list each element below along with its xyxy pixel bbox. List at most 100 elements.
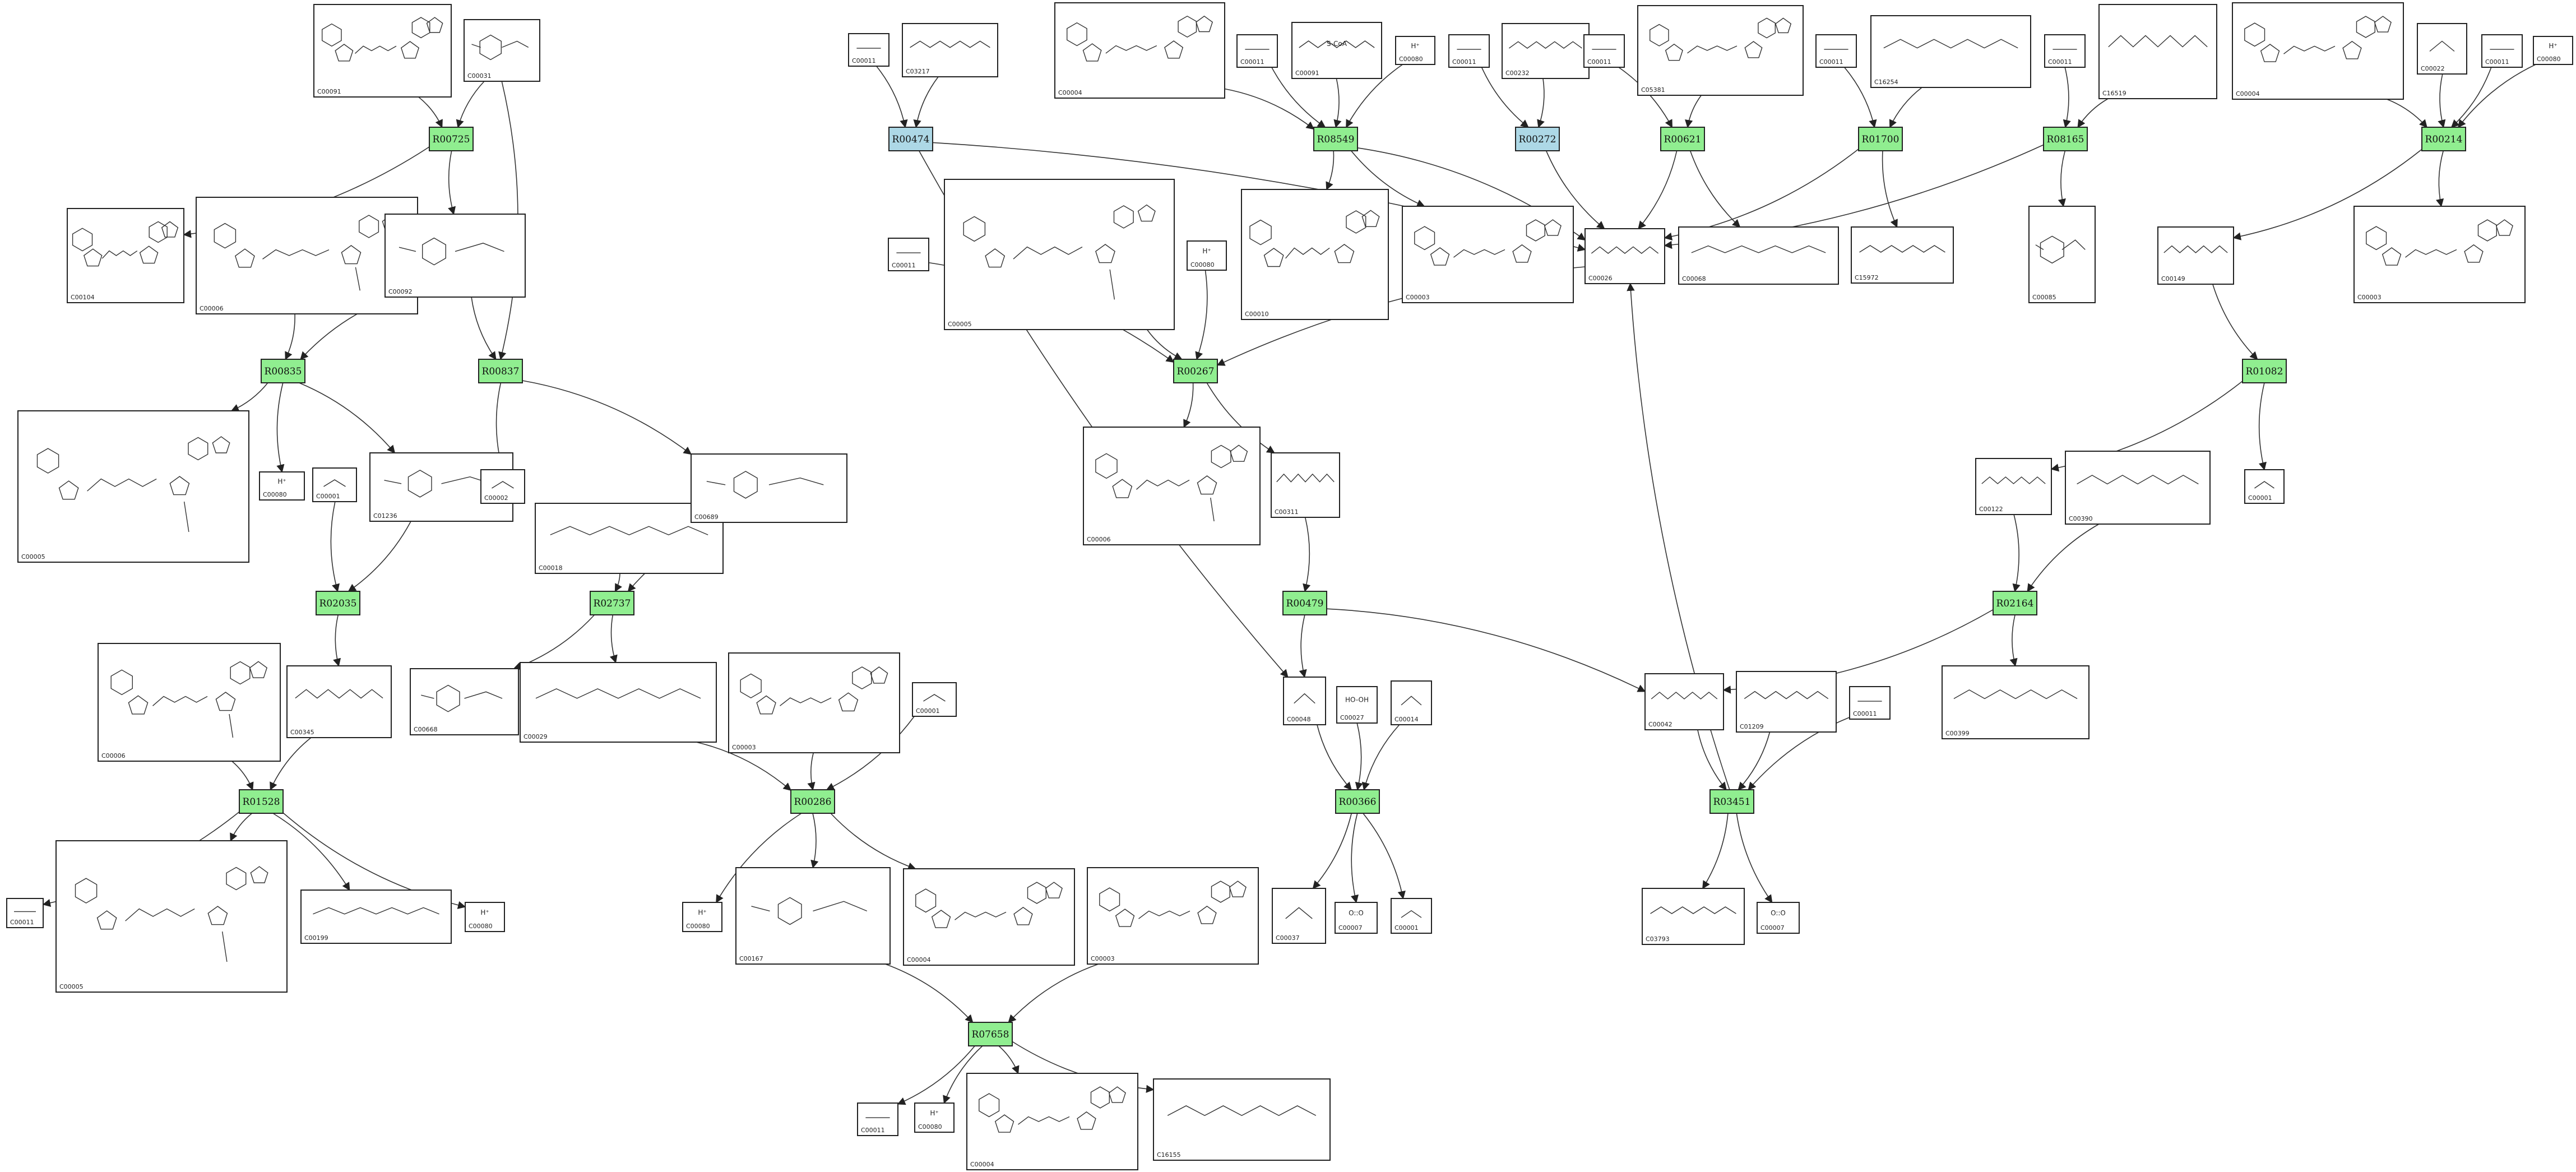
compound-box[interactable]: C00006: [1083, 427, 1261, 545]
compound-box[interactable]: H⁺C00080: [259, 471, 305, 501]
compound-box[interactable]: C00011: [2044, 34, 2086, 68]
compound-box[interactable]: C00011: [1236, 34, 1278, 68]
compound-box[interactable]: C00026: [1584, 228, 1665, 284]
compound-box[interactable]: H⁺C00080: [682, 902, 722, 932]
reaction-node[interactable]: R00621: [1660, 127, 1705, 151]
compound-id-label: C00005: [21, 553, 45, 560]
compound-box[interactable]: C00011: [857, 1102, 898, 1136]
compound-box[interactable]: C00001: [1391, 898, 1432, 934]
compound-box[interactable]: C00668: [410, 668, 519, 735]
reaction-node[interactable]: R02035: [316, 591, 360, 615]
compound-box[interactable]: C00122: [1975, 458, 2052, 515]
compound-box[interactable]: C00029: [520, 662, 717, 743]
compound-box[interactable]: C00004: [966, 1073, 1138, 1170]
compound-box[interactable]: C00011: [1849, 686, 1891, 720]
compound-box[interactable]: C00005: [55, 840, 288, 993]
compound-box[interactable]: C00011: [2481, 34, 2523, 68]
reaction-node[interactable]: R03451: [1709, 789, 1754, 814]
compound-box[interactable]: C00003: [728, 652, 900, 753]
compound-box[interactable]: C16155: [1153, 1078, 1331, 1161]
reaction-edge: [830, 813, 916, 870]
compound-box[interactable]: C00005: [944, 179, 1175, 330]
reaction-node[interactable]: R02737: [590, 591, 634, 615]
compound-box[interactable]: C15972: [1851, 226, 1954, 284]
reaction-node[interactable]: R00286: [790, 789, 835, 814]
compound-box[interactable]: C16254: [1870, 15, 2031, 88]
reaction-node[interactable]: R00835: [261, 359, 305, 383]
compound-box[interactable]: C00399: [1942, 665, 2089, 739]
reaction-node[interactable]: R00474: [888, 127, 933, 151]
compound-box[interactable]: H⁺C00080: [2533, 36, 2573, 65]
reaction-node[interactable]: R00479: [1282, 591, 1327, 615]
compound-box[interactable]: C00004: [903, 868, 1075, 966]
compound-box[interactable]: C00011: [1448, 34, 1490, 68]
compound-box[interactable]: C00014: [1391, 680, 1432, 725]
compound-box[interactable]: C00002: [480, 469, 525, 504]
compound-box[interactable]: C00390: [2065, 451, 2211, 525]
compound-box[interactable]: C00091: [313, 4, 452, 98]
compound-box[interactable]: C00037: [1272, 888, 1326, 944]
compound-box[interactable]: C00149: [2157, 226, 2234, 285]
compound-box[interactable]: C00085: [2028, 206, 2096, 303]
reaction-node[interactable]: R01700: [1858, 127, 1903, 151]
compound-box[interactable]: C03793: [1642, 888, 1745, 945]
compound-box[interactable]: C00004: [2232, 2, 2404, 100]
compound-box[interactable]: C00010: [1241, 189, 1389, 320]
compound-box[interactable]: C00011: [848, 33, 889, 67]
compound-box[interactable]: H⁺C00080: [1187, 240, 1227, 271]
compound-box[interactable]: C00022: [2417, 23, 2467, 75]
reaction-node[interactable]: R08165: [2043, 127, 2088, 151]
compound-box[interactable]: C00005: [17, 410, 249, 563]
compound-box[interactable]: C00003: [1087, 867, 1259, 965]
compound-box[interactable]: C00006: [98, 643, 281, 762]
compound-box[interactable]: C00068: [1678, 226, 1839, 285]
reaction-node[interactable]: R02164: [1993, 591, 2037, 615]
compound-id-label: C00037: [1276, 934, 1300, 942]
compound-box[interactable]: C00048: [1283, 677, 1326, 725]
compound-box[interactable]: H⁺C00080: [465, 902, 505, 932]
compound-box[interactable]: C00311: [1271, 452, 1340, 518]
compound-box[interactable]: C00003: [2353, 206, 2526, 303]
reaction-node[interactable]: R00272: [1515, 127, 1560, 151]
compound-box[interactable]: C16519: [2098, 4, 2217, 99]
compound-box[interactable]: C00006: [196, 197, 418, 314]
reaction-node[interactable]: R00837: [478, 359, 523, 383]
compound-box[interactable]: C00042: [1644, 673, 1724, 730]
reaction-node[interactable]: R00214: [2421, 127, 2466, 151]
reaction-node[interactable]: R01528: [239, 789, 284, 814]
compound-box[interactable]: C00004: [1054, 2, 1225, 99]
compound-box[interactable]: C00031: [464, 19, 540, 82]
compound-box[interactable]: C00092: [384, 214, 526, 298]
compound-box[interactable]: C00001: [312, 467, 357, 502]
compound-box[interactable]: C03217: [902, 23, 998, 77]
compound-box[interactable]: C00167: [735, 867, 891, 965]
compound-box[interactable]: C00011: [1815, 34, 1857, 68]
reaction-node[interactable]: R07658: [968, 1022, 1013, 1046]
compound-box[interactable]: C00104: [67, 208, 184, 303]
reaction-edge: [1299, 614, 1307, 678]
compound-box[interactable]: C00011: [888, 238, 929, 271]
compound-box[interactable]: C00011: [6, 898, 44, 928]
reaction-node[interactable]: R01082: [2242, 359, 2287, 383]
compound-box[interactable]: C00011: [1583, 34, 1625, 68]
compound-box[interactable]: C00199: [300, 890, 452, 944]
compound-box[interactable]: C00689: [691, 453, 847, 523]
compound-box[interactable]: C05381: [1637, 5, 1804, 96]
compound-box[interactable]: C00232: [1502, 23, 1590, 79]
compound-box[interactable]: C00001: [2244, 469, 2285, 504]
reaction-node[interactable]: R00267: [1173, 359, 1218, 383]
compound-box[interactable]: C00345: [286, 665, 392, 738]
reaction-node[interactable]: R00725: [429, 127, 474, 151]
reaction-id-label: R01528: [243, 796, 280, 808]
compound-box[interactable]: C00003: [1402, 206, 1574, 303]
reaction-node[interactable]: R08549: [1313, 127, 1358, 151]
compound-box[interactable]: C00001: [912, 682, 957, 717]
compound-box[interactable]: H⁺C00080: [914, 1102, 955, 1133]
compound-box[interactable]: H⁺C00080: [1395, 36, 1435, 65]
reaction-node[interactable]: R00366: [1335, 789, 1380, 814]
compound-box[interactable]: C01209: [1736, 671, 1837, 733]
